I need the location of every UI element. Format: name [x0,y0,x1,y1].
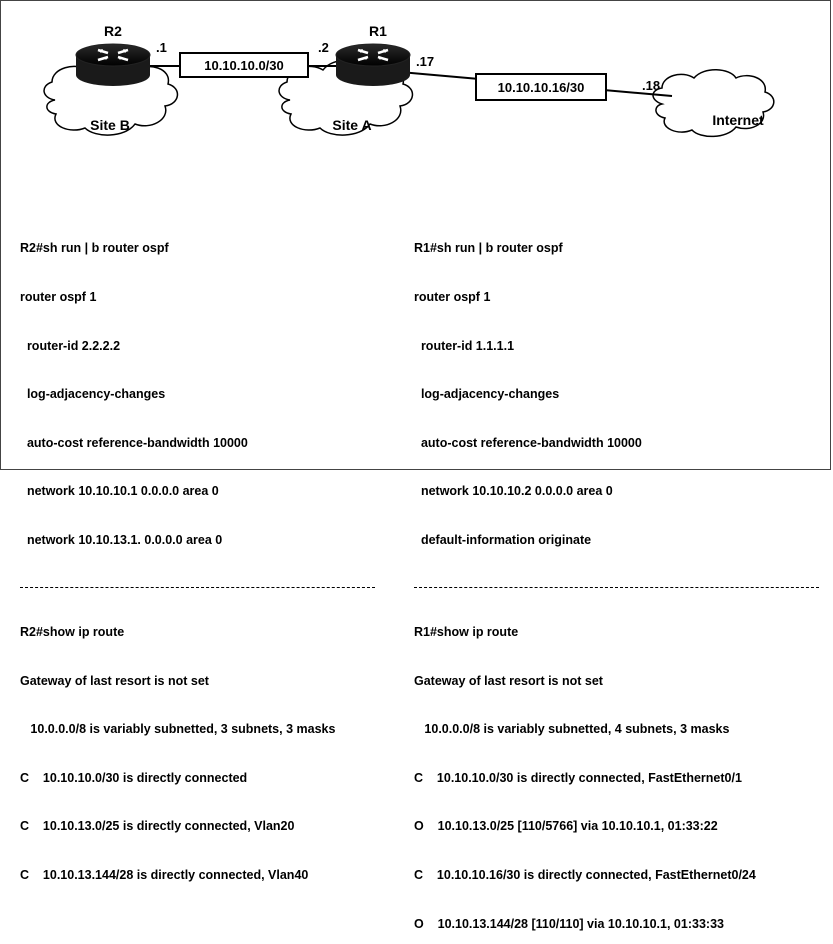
router-r1-icon[interactable] [335,43,411,86]
r1-route-line: R1#show ip route [414,624,519,639]
r2-route-line: R2#show ip route [20,624,125,639]
iface-addr-r1-left: .2 [318,40,329,55]
r1-route-line: C 10.10.10.0/30 is directly connected, F… [414,770,742,785]
link-label-r2-r1: 10.10.10.0/30 [204,58,284,73]
r1-route-line: O 10.10.13.0/25 [110/5766] via 10.10.10.… [414,819,718,834]
r1-route-line: Gateway of last resort is not set [414,673,603,688]
r1-config-line: router-id 1.1.1.1 [414,338,515,353]
r1-config-panel: R1#sh run | b router ospf router ospf 1 … [414,208,819,944]
r1-route-line: 10.0.0.0/8 is variably subnetted, 4 subn… [414,722,730,737]
link-box-r1-internet: 10.10.10.16/30 [475,73,607,101]
r2-config-panel: R2#sh run | b router ospf router ospf 1 … [20,208,375,899]
r1-config-line: default-information originate [414,532,592,547]
r2-route-line: C 10.10.13.144/28 is directly connected,… [20,867,309,882]
iface-addr-internet: .18 [642,78,660,93]
r1-route-line: C 10.10.10.16/30 is directly connected, … [414,867,756,882]
figure-frame [0,0,831,470]
cloud-label-site-b: Site B [90,117,130,133]
iface-addr-r2: .1 [156,40,167,55]
r2-route-line: 10.0.0.0/8 is variably subnetted, 3 subn… [20,722,336,737]
r2-route-line: C 10.10.10.0/30 is directly connected [20,770,248,785]
cloud-label-internet: Internet [712,112,764,128]
iface-addr-r1-right: .17 [416,54,434,69]
r2-config-line: auto-cost reference-bandwidth 10000 [20,435,248,450]
network-diagram: Site B Site A Internet 10.10.10.0/30 10.… [43,23,775,138]
r2-config-line: log-adjacency-changes [20,387,166,402]
r2-config-line: network 10.10.10.1 0.0.0.0 area 0 [20,484,219,499]
r2-config-line: network 10.10.13.1. 0.0.0.0 area 0 [20,532,223,547]
cloud-internet: Internet [652,69,775,138]
r2-route-line: Gateway of last resort is not set [20,673,209,688]
link-label-r1-internet: 10.10.10.16/30 [498,80,585,95]
r2-config-line: router ospf 1 [20,290,97,304]
link-box-r2-r1: 10.10.10.0/30 [179,52,309,78]
r1-separator [414,586,819,588]
router-r2-icon[interactable] [75,43,151,86]
r1-config-line: network 10.10.10.2 0.0.0.0 area 0 [414,484,613,499]
r1-route-line: O 10.10.13.144/28 [110/110] via 10.10.10… [414,916,724,931]
r1-config-line: router ospf 1 [414,290,491,304]
cloud-label-site-a: Site A [332,117,371,133]
r1-config-line: auto-cost reference-bandwidth 10000 [414,435,642,450]
r1-config-line: log-adjacency-changes [414,387,560,402]
router-label-r1: R1 [369,23,387,39]
r2-separator [20,586,375,588]
router-label-r2: R2 [104,23,122,39]
r1-config-line: R1#sh run | b router ospf [414,241,563,256]
r2-config-line: router-id 2.2.2.2 [20,338,121,353]
r2-route-line: C 10.10.13.0/25 is directly connected, V… [20,819,295,834]
r2-config-line: R2#sh run | b router ospf [20,241,169,256]
